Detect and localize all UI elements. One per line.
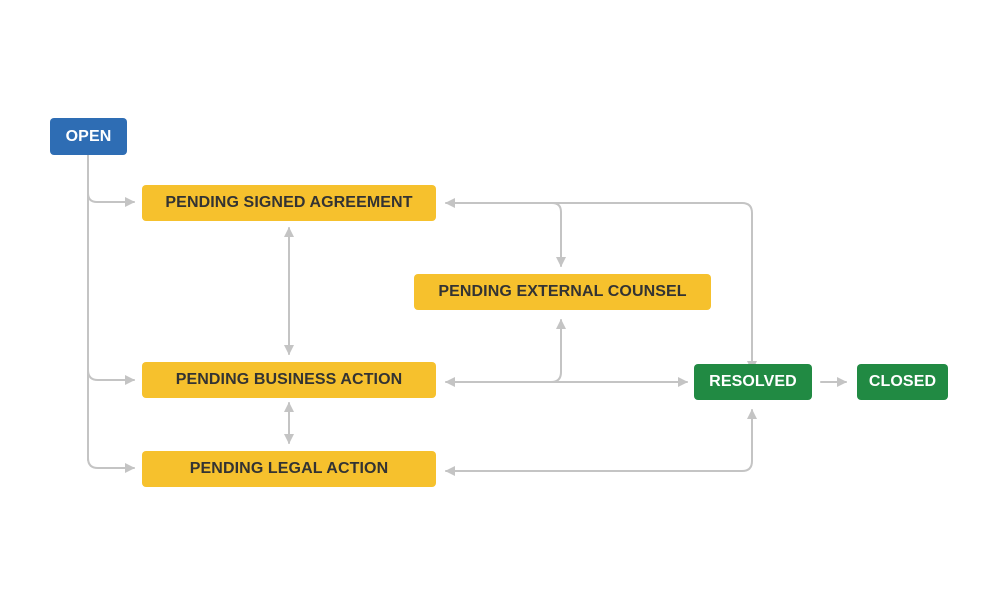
state-pending-business-action[interactable]: PENDING BUSINESS ACTION xyxy=(142,362,436,398)
state-pending-signed-agreement[interactable]: PENDING SIGNED AGREEMENT xyxy=(142,185,436,221)
state-closed[interactable]: CLOSED xyxy=(857,364,948,400)
connector-legal-action-to-resolved xyxy=(445,409,757,476)
connector-open-to-legal-action xyxy=(87,457,135,473)
connector-open-to-signed-agreement xyxy=(87,192,135,207)
connector-to-external-counsel-top xyxy=(551,202,566,267)
state-resolved[interactable]: RESOLVED xyxy=(694,364,812,400)
connector-signed-agreement-to-resolved xyxy=(445,198,757,371)
state-pending-legal-action[interactable]: PENDING LEGAL ACTION xyxy=(142,451,436,487)
connector-external-counsel-bottom xyxy=(550,319,566,383)
state-open[interactable]: OPEN xyxy=(50,118,127,155)
state-pending-external-counsel[interactable]: PENDING EXTERNAL COUNSEL xyxy=(414,274,711,310)
connector-open-to-business-action xyxy=(87,369,135,385)
